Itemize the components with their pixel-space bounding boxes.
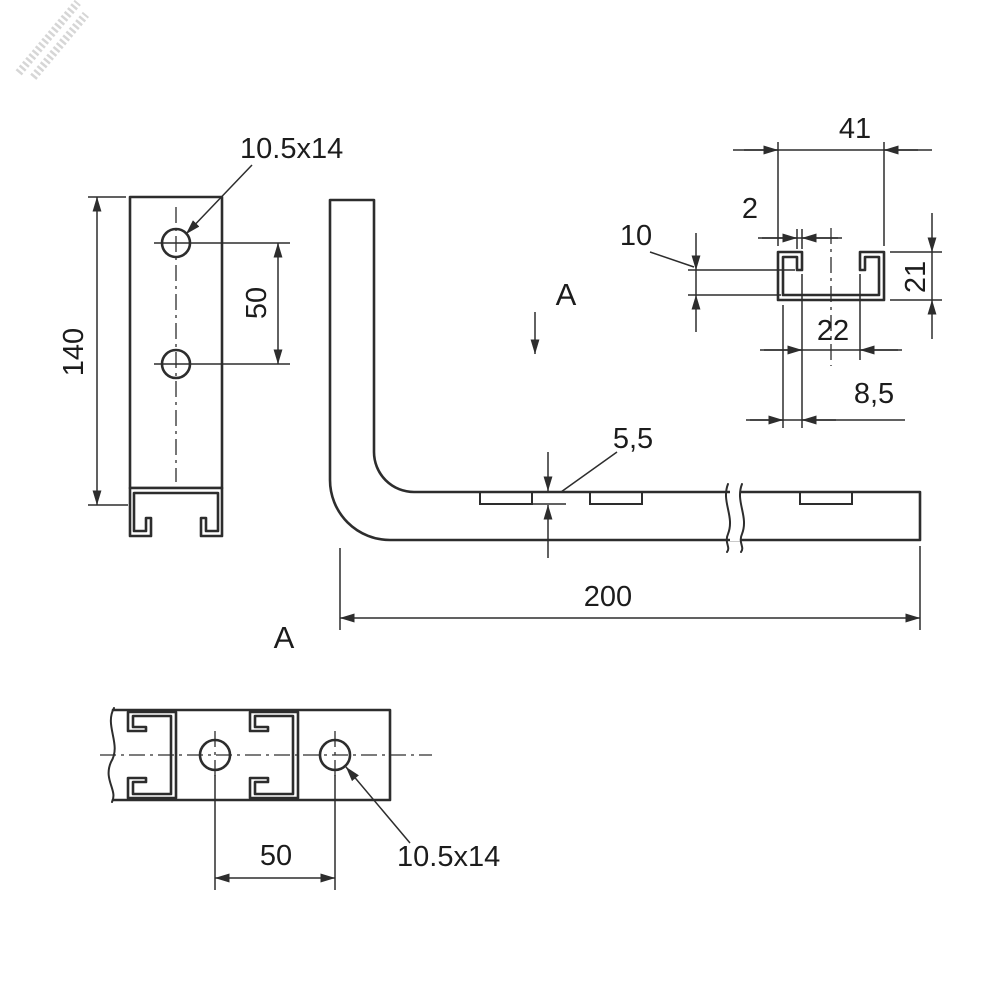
front-foot-profile: [128, 486, 224, 538]
break-line-right: [739, 483, 745, 553]
dim-text-8-5: 8,5: [854, 378, 894, 410]
slot-1: [479, 492, 533, 505]
watermark-line: [15, 0, 81, 76]
break-gap: [730, 489, 740, 541]
watermark: [15, 0, 90, 80]
dim-hole-spacing-50: 50: [214, 775, 336, 890]
extension-line: [777, 142, 885, 246]
slot-2: [589, 492, 643, 505]
dim-height-21: 21: [890, 213, 942, 339]
bracket-outline: [328, 198, 922, 542]
dim-height-140: 140: [58, 196, 128, 506]
channel-section-2: [248, 710, 300, 800]
dim-text-21: 21: [900, 261, 932, 293]
dim-thickness-2: 2: [742, 193, 842, 249]
watermark-line: [30, 11, 90, 80]
dim-depth-5-5: 5,5: [532, 423, 653, 558]
dim-text-2: 2: [742, 193, 758, 225]
channel-section-1: [126, 710, 178, 800]
dim-text-50: 50: [241, 287, 273, 319]
leader-line: [649, 251, 695, 268]
dim-text-5-5: 5,5: [613, 423, 653, 455]
side-view: A 5,5 200: [328, 198, 922, 630]
slot-3: [799, 492, 853, 505]
leader-line: [185, 164, 253, 235]
section-view: A 50 10.5x14: [100, 620, 500, 890]
dim-text-140: 140: [58, 328, 90, 376]
dim-lip-width-8-5: 8,5: [746, 305, 905, 428]
front-view: 140 50 10.5x14: [58, 133, 343, 538]
leader-line: [345, 766, 411, 844]
extension-line: [796, 229, 803, 249]
dim-lip-depth-10: 10: [620, 220, 795, 332]
extension-line: [214, 775, 336, 890]
section-break-edge: [107, 707, 116, 803]
profile-view: 41 2 10 21 22: [620, 113, 942, 428]
dim-text-10: 10: [620, 220, 652, 252]
extension-line: [688, 269, 795, 296]
section-letter: A: [556, 277, 577, 312]
front-hole-callout: 10.5x14: [185, 133, 343, 235]
dim-length-200: 200: [339, 546, 921, 630]
dim-text-22: 22: [817, 315, 849, 347]
hole-size-label: 10.5x14: [397, 841, 500, 873]
dim-text-50: 50: [260, 840, 292, 872]
section-cut-mark: A: [530, 277, 577, 355]
section-hole-callout: 10.5x14: [345, 766, 500, 873]
leader-line: [560, 451, 618, 493]
extension-line: [88, 196, 128, 506]
section-view-letter: A: [274, 620, 295, 655]
hole-size-label: 10.5x14: [240, 133, 343, 165]
dim-opening-22: 22: [760, 274, 902, 428]
dim-text-200: 200: [584, 581, 632, 613]
dim-hole-spacing-50: 50: [241, 242, 283, 365]
break-line-left: [725, 483, 731, 553]
dim-width-41: 41: [733, 113, 932, 246]
dim-text-41: 41: [839, 113, 871, 145]
channel-profile-outline: [776, 250, 886, 302]
